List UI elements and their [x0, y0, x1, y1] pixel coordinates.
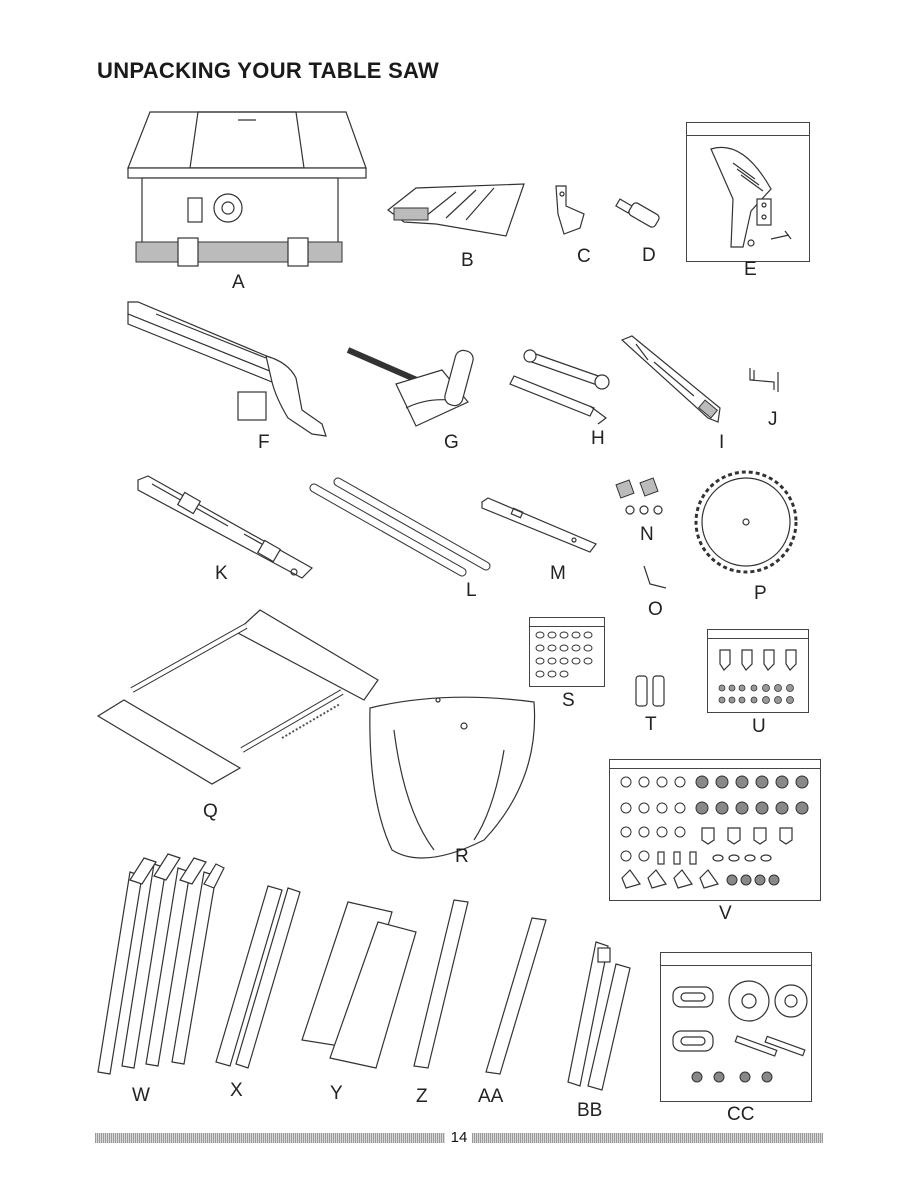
part-label-o: O — [648, 599, 663, 620]
part-label-z: Z — [416, 1086, 428, 1107]
part-label-j: J — [768, 409, 778, 430]
part-label-h: H — [591, 428, 605, 449]
part-label-u: U — [752, 716, 766, 737]
part-cc-box — [660, 952, 812, 1102]
part-e-box — [686, 122, 810, 262]
part-label-m: M — [550, 563, 566, 584]
footer-rule-right — [472, 1133, 823, 1143]
part-label-x: X — [230, 1080, 243, 1101]
part-label-k: K — [215, 563, 228, 584]
part-label-c: C — [577, 246, 591, 267]
part-label-f: F — [258, 432, 270, 453]
page-number: 14 — [450, 1129, 468, 1146]
footer-rule-left — [95, 1133, 445, 1143]
part-label-y: Y — [330, 1083, 343, 1104]
part-s-box — [529, 617, 605, 687]
part-label-cc: CC — [727, 1104, 755, 1125]
part-u-box — [707, 629, 809, 713]
part-label-p: P — [754, 583, 767, 604]
part-label-d: D — [642, 245, 656, 266]
part-label-w: W — [132, 1085, 150, 1106]
part-label-s: S — [562, 690, 575, 711]
part-label-i: I — [719, 432, 725, 453]
part-label-g: G — [444, 432, 459, 453]
part-label-l: L — [466, 580, 477, 601]
part-label-a: A — [232, 272, 245, 293]
part-label-bb: BB — [577, 1100, 603, 1121]
part-label-n: N — [640, 524, 654, 545]
part-label-t: T — [645, 714, 657, 735]
part-label-r: R — [455, 846, 469, 867]
part-v-box — [609, 759, 821, 901]
part-label-q: Q — [203, 801, 218, 822]
part-label-e: E — [744, 259, 757, 280]
part-label-b: B — [461, 250, 474, 271]
part-label-v: V — [719, 903, 732, 924]
page-title: UNPACKING YOUR TABLE SAW — [97, 58, 440, 83]
part-label-aa: AA — [478, 1086, 504, 1107]
